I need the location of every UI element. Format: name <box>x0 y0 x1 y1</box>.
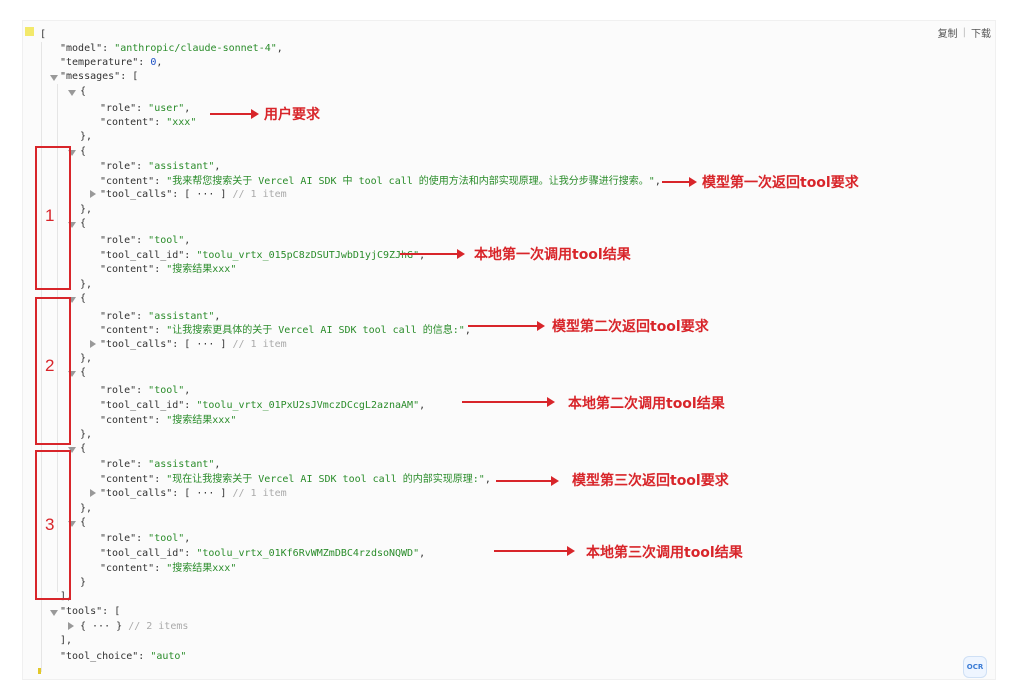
group-label-3: 3 <box>45 515 55 534</box>
annotation-model-second: 模型第二次返回tool要求 <box>552 319 709 335</box>
message-close-brace: }, <box>80 429 93 440</box>
root-close-marker <box>38 668 41 674</box>
message-role-line: "role": "user", <box>100 103 191 114</box>
annotation-local-first: 本地第一次调用tool结果 <box>474 247 631 263</box>
tools-collapsed-line: { ··· } // 2 items <box>80 621 189 632</box>
tool-calls-line: "tool_calls": [ ··· ] // 1 item <box>100 488 287 499</box>
message-role-line: "role": "tool", <box>100 235 191 246</box>
root-open-brace: [ <box>40 29 47 40</box>
tools-toggle-icon[interactable] <box>50 610 58 616</box>
message-toggle-icon[interactable] <box>68 222 76 228</box>
message-open-brace: { <box>80 293 87 304</box>
message-open-brace: { <box>80 86 87 97</box>
annotation-arrow <box>462 397 555 407</box>
message-open-brace: { <box>80 367 87 378</box>
message-content-line: "content": "我来帮您搜索关于 Vercel AI SDK 中 too… <box>100 176 661 187</box>
message-open-brace: { <box>80 146 87 157</box>
model-line: "model": "anthropic/claude-sonnet-4", <box>60 43 283 54</box>
annotation-model-first: 模型第一次返回tool要求 <box>702 175 859 191</box>
message-role-line: "role": "tool", <box>100 385 191 396</box>
message-content-line: "content": "xxx" <box>100 117 197 128</box>
message-open-brace: { <box>80 517 87 528</box>
message-close-brace: }, <box>80 503 93 514</box>
annotation-arrow <box>400 249 465 259</box>
annotation-user-request: 用户要求 <box>264 107 320 123</box>
message-toggle-icon[interactable] <box>68 90 76 96</box>
message-toggle-icon[interactable] <box>68 297 76 303</box>
annotation-arrow <box>662 177 697 187</box>
tool-calls-expand-icon[interactable] <box>90 489 96 497</box>
message-tool-call-id-line: "tool_call_id": "toolu_vrtx_01Kf6RvWMZmD… <box>100 548 426 559</box>
message-tool-call-id-line: "tool_call_id": "toolu_vrtx_01PxU2sJVmcz… <box>100 400 426 411</box>
message-role-line: "role": "tool", <box>100 533 191 544</box>
root-collapse-icon[interactable] <box>25 27 34 36</box>
annotation-local-second: 本地第二次调用tool结果 <box>568 396 725 412</box>
download-button[interactable]: 下载 <box>971 29 991 40</box>
tools-line: "tools": [ <box>60 606 121 617</box>
ocr-button[interactable]: OCR <box>963 656 987 678</box>
annotation-model-third: 模型第三次返回tool要求 <box>572 473 729 489</box>
message-role-line: "role": "assistant", <box>100 459 221 470</box>
tool-calls-expand-icon[interactable] <box>90 340 96 348</box>
message-toggle-icon[interactable] <box>68 447 76 453</box>
temperature-line: "temperature": 0, <box>60 57 163 68</box>
tool-calls-line: "tool_calls": [ ··· ] // 1 item <box>100 339 287 350</box>
message-content-line: "content": "搜索结果xxx" <box>100 415 237 426</box>
message-role-line: "role": "assistant", <box>100 161 221 172</box>
message-close-brace: } <box>80 577 87 588</box>
json-viewer-frame <box>22 20 996 680</box>
group-box-3 <box>35 450 71 600</box>
group-label-1: 1 <box>45 206 55 225</box>
message-close-brace: }, <box>80 131 93 142</box>
message-content-line: "content": "现在让我搜索关于 Vercel AI SDK tool … <box>100 474 491 485</box>
group-box-2 <box>35 297 71 445</box>
tool-calls-expand-icon[interactable] <box>90 190 96 198</box>
message-close-brace: }, <box>80 353 93 364</box>
tool-choice-line: "tool_choice": "auto" <box>60 651 187 662</box>
indent-guide <box>57 84 58 592</box>
message-toggle-icon[interactable] <box>68 371 76 377</box>
annotation-local-third: 本地第三次调用tool结果 <box>586 545 743 561</box>
annotation-arrow <box>494 546 575 556</box>
message-content-line: "content": "搜索结果xxx" <box>100 264 237 275</box>
viewer-toolbar: 复制 | 下载 <box>936 25 993 40</box>
message-toggle-icon[interactable] <box>68 521 76 527</box>
annotation-arrow <box>496 476 559 486</box>
messages-close-bracket: ], <box>60 591 73 602</box>
message-content-line: "content": "让我搜索更具体的关于 Vercel AI SDK too… <box>100 325 471 336</box>
copy-button[interactable]: 复制 <box>937 29 958 40</box>
messages-toggle-icon[interactable] <box>50 75 58 81</box>
message-open-brace: { <box>80 443 87 454</box>
ocr-icon: OCR <box>966 663 984 671</box>
message-role-line: "role": "assistant", <box>100 311 221 322</box>
annotation-arrow <box>468 321 545 331</box>
message-tool-call-id-line: "tool_call_id": "toolu_vrtx_015pC8zDSUTJ… <box>100 250 426 261</box>
indent-guide <box>41 42 42 672</box>
toolbar-separator: | <box>962 27 966 38</box>
message-close-brace: }, <box>80 204 93 215</box>
annotation-arrow <box>210 109 259 119</box>
group-box-1 <box>35 146 71 290</box>
group-label-2: 2 <box>45 356 55 375</box>
messages-line: "messages": [ <box>60 71 139 82</box>
tool-calls-line: "tool_calls": [ ··· ] // 1 item <box>100 189 287 200</box>
message-open-brace: { <box>80 218 87 229</box>
message-toggle-icon[interactable] <box>68 150 76 156</box>
message-content-line: "content": "搜索结果xxx" <box>100 563 237 574</box>
message-close-brace: }, <box>80 279 93 290</box>
tools-close-bracket: ], <box>60 635 73 646</box>
tool-item-expand-icon[interactable] <box>68 622 74 630</box>
